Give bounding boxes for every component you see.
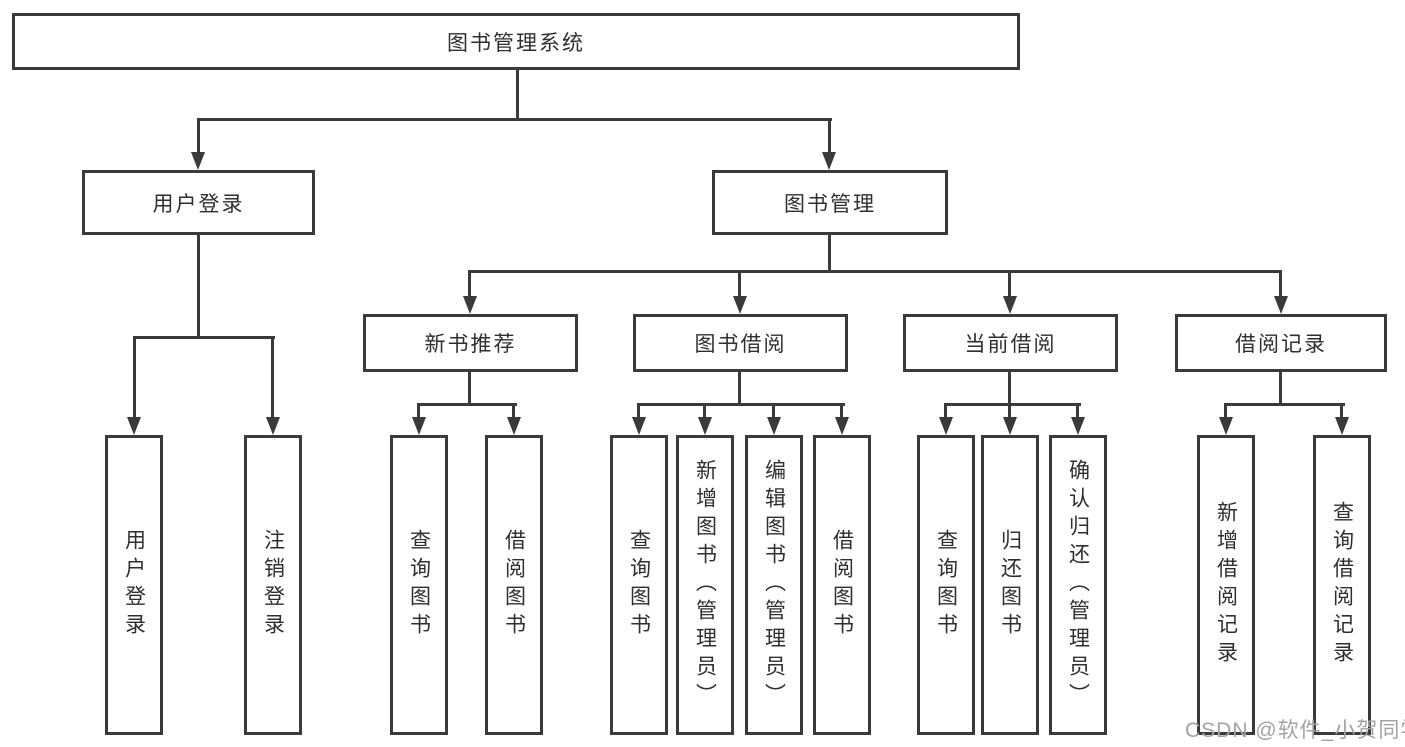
leaf-label: 归还图书 [998,529,1022,641]
leaf-label: 新增图书（管理员） [693,459,717,711]
connector-line [703,403,706,425]
leaf-query-books-borrowing: 查询图书 [610,435,668,735]
connector-line [1008,270,1011,300]
connector-line [512,403,515,425]
connector-line [828,233,831,273]
leaf-label: 查询借阅记录 [1330,501,1354,669]
leaf-label: 查询图书 [934,529,958,641]
connector-line [197,118,832,121]
arrow-down-icon [822,152,836,170]
connector-line [944,403,947,425]
leaf-edit-books-admin: 编辑图书（管理员） [745,435,803,735]
connector-line [133,336,136,423]
arrow-down-icon [412,417,426,435]
node-label: 图书管理系统 [447,31,585,55]
leaf-label: 注销登录 [261,529,285,641]
connector-line [738,371,741,406]
leaf-return-books: 归还图书 [981,435,1039,735]
leaf-add-books-admin: 新增图书（管理员） [676,435,734,735]
arrow-down-icon [1071,417,1085,435]
arrow-down-icon [463,296,477,314]
watermark: CSDN @软件_小贺同学 [1185,719,1405,742]
connector-line [468,270,1282,273]
node-label: 借阅记录 [1235,333,1327,356]
leaf-label: 新增借阅记录 [1214,501,1238,669]
node-label: 图书借阅 [694,333,787,356]
node-label: 用户登录 [152,192,245,216]
leaf-logout: 注销登录 [244,435,302,735]
connector-line [133,336,275,339]
connector-line [468,270,471,300]
arrow-down-icon [835,417,849,435]
node-user-login-branch: 用户登录 [82,170,315,235]
connector-line [772,403,775,425]
connector-line [1008,371,1011,406]
leaf-user-login: 用户登录 [105,435,163,735]
leaf-label: 用户登录 [122,529,146,641]
connector-line [516,70,519,121]
connector-line [468,371,471,406]
arrow-down-icon [733,296,747,314]
connector-line [637,403,845,406]
arrow-down-icon [632,417,646,435]
connector-line [1279,371,1282,406]
node-borrowing-records: 借阅记录 [1175,314,1387,372]
node-new-book-recommend: 新书推荐 [363,314,578,372]
leaf-confirm-return-admin: 确认归还（管理员） [1049,435,1107,735]
arrow-down-icon [1335,417,1349,435]
connector-line [1224,403,1227,425]
arrow-down-icon [266,417,280,435]
connector-line [271,336,274,423]
connector-line [840,403,843,425]
arrow-down-icon [127,417,141,435]
connector-line [738,270,741,300]
arrow-down-icon [1274,296,1288,314]
leaf-label: 确认归还（管理员） [1066,459,1090,711]
connector-line [197,118,200,156]
connector-line [1279,270,1282,300]
leaf-label: 编辑图书（管理员） [762,459,786,711]
arrow-down-icon [1219,417,1233,435]
connector-line [944,403,1081,406]
node-label: 当前借阅 [964,333,1057,356]
leaf-query-books-recommend: 查询图书 [390,435,448,735]
connector-line [417,403,517,406]
connector-line [1076,403,1079,425]
leaf-label: 查询图书 [407,529,431,641]
arrow-down-icon [191,152,205,170]
leaf-borrow-books-recommend: 借阅图书 [485,435,543,735]
arrow-down-icon [1003,296,1017,314]
connector-line [828,118,831,156]
node-book-management: 图书管理 [712,170,948,235]
node-label: 图书管理 [784,192,876,216]
leaf-add-borrow-record: 新增借阅记录 [1197,435,1255,735]
node-book-borrowing: 图书借阅 [633,314,848,372]
arrow-down-icon [939,417,953,435]
arrow-down-icon [767,417,781,435]
connector-line [1340,403,1343,425]
connector-line [1224,403,1345,406]
arrow-down-icon [698,417,712,435]
connector-line [417,403,420,425]
leaf-query-borrow-record: 查询借阅记录 [1313,435,1371,735]
leaf-label: 借阅图书 [830,529,854,641]
arrow-down-icon [1003,417,1017,435]
connector-line [637,403,640,425]
leaf-label: 查询图书 [627,529,651,641]
connector-line [1008,403,1011,425]
arrow-down-icon [507,417,521,435]
leaf-query-books-current: 查询图书 [917,435,975,735]
node-library-system-root: 图书管理系统 [12,13,1020,70]
node-current-borrowing: 当前借阅 [903,314,1118,372]
leaf-label: 借阅图书 [502,529,526,641]
leaf-borrow-books: 借阅图书 [813,435,871,735]
node-label: 新书推荐 [424,333,517,356]
connector-line [197,233,200,339]
